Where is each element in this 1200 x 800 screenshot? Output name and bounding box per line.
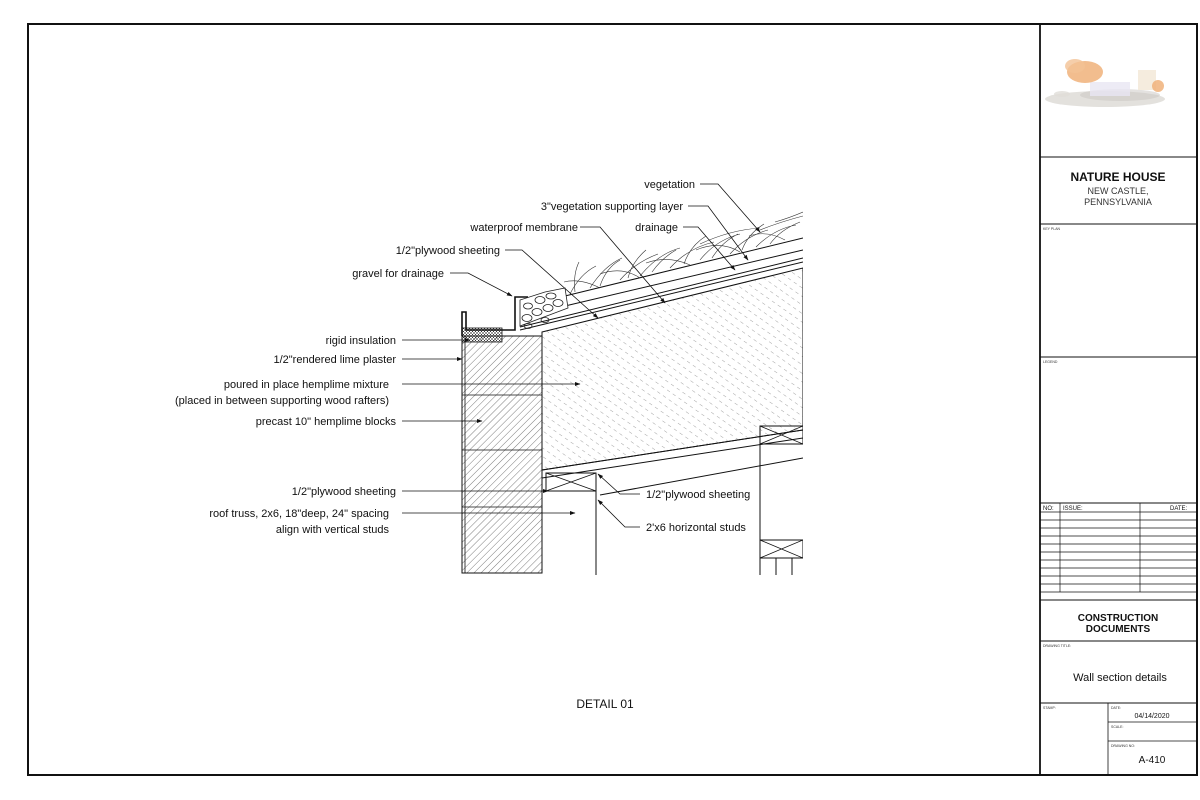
gravel-for-drainage <box>519 287 569 329</box>
detail-title: DETAIL 01 <box>576 697 634 711</box>
project-name: NATURE HOUSE <box>1070 170 1165 184</box>
project-location-line-2: PENNSYLVANIA <box>1084 197 1152 207</box>
project-logo <box>1045 59 1165 107</box>
label-drainage: drainage <box>635 222 678 234</box>
label-hemplime-mixture-note: (placed in between supporting wood rafte… <box>175 395 389 407</box>
drawing-number: A-410 <box>1139 755 1166 766</box>
issue-col-no: NO: <box>1043 506 1054 512</box>
label-lime-plaster: 1/2"rendered lime plaster <box>273 354 396 366</box>
label-plywood-sheeting-top: 1/2"plywood sheeting <box>396 245 500 257</box>
wall-section-detail: vegetation 3"vegetation supporting layer… <box>175 179 803 711</box>
date-label: DATE: <box>1111 706 1121 710</box>
drawing-title: Wall section details <box>1073 672 1167 684</box>
label-waterproof-membrane: waterproof membrane <box>469 222 578 234</box>
leader-lines <box>402 183 761 528</box>
hemplime-block-wall <box>461 335 543 574</box>
label-vegetation: vegetation <box>644 179 695 191</box>
stamp-label: STAMP: <box>1043 706 1056 710</box>
key-plan-label: KEY PLAN <box>1043 227 1061 231</box>
label-rigid-insulation: rigid insulation <box>326 335 396 347</box>
label-roof-truss: roof truss, 2x6, 18"deep, 24" spacing <box>209 508 389 520</box>
legend-label: LEGEND <box>1043 360 1058 364</box>
drawing-title-label: DRAWING TITLE: <box>1043 644 1071 648</box>
hemplime-roof-fill <box>541 267 803 471</box>
label-plywood-sheeting-left: 1/2"plywood sheeting <box>292 486 396 498</box>
vegetation-strokes <box>563 211 803 295</box>
label-gravel-for-drainage: gravel for drainage <box>352 268 444 280</box>
issue-col-issue: ISSUE: <box>1063 506 1083 512</box>
project-location-line-1: NEW CASTLE, <box>1087 186 1148 196</box>
label-roof-truss-note: align with vertical studs <box>276 524 390 536</box>
title-block: NATURE HOUSE NEW CASTLE, PENNSYLVANIA KE… <box>1040 59 1197 775</box>
drawing-no-label: DRAWING NO: <box>1111 744 1135 748</box>
sheet-border <box>27 23 1198 776</box>
issue-col-date: DATE: <box>1170 506 1188 512</box>
drawing-date: 04/14/2020 <box>1134 713 1169 720</box>
set-name-line-1: CONSTRUCTION <box>1078 613 1159 624</box>
label-horizontal-studs: 2'x6 horizontal studs <box>646 522 746 534</box>
issue-table <box>1040 502 1197 601</box>
label-hemplime-mixture: poured in place hemplime mixture <box>224 379 389 391</box>
parapet-flashing <box>461 296 528 336</box>
scale-label: SCALE: <box>1111 725 1123 729</box>
label-plywood-sheeting-right: 1/2"plywood sheeting <box>646 489 750 501</box>
set-name-line-2: DOCUMENTS <box>1086 624 1151 635</box>
label-vegetation-supporting-layer: 3"vegetation supporting layer <box>541 201 683 213</box>
label-hemplime-blocks: precast 10" hemplime blocks <box>256 416 397 428</box>
